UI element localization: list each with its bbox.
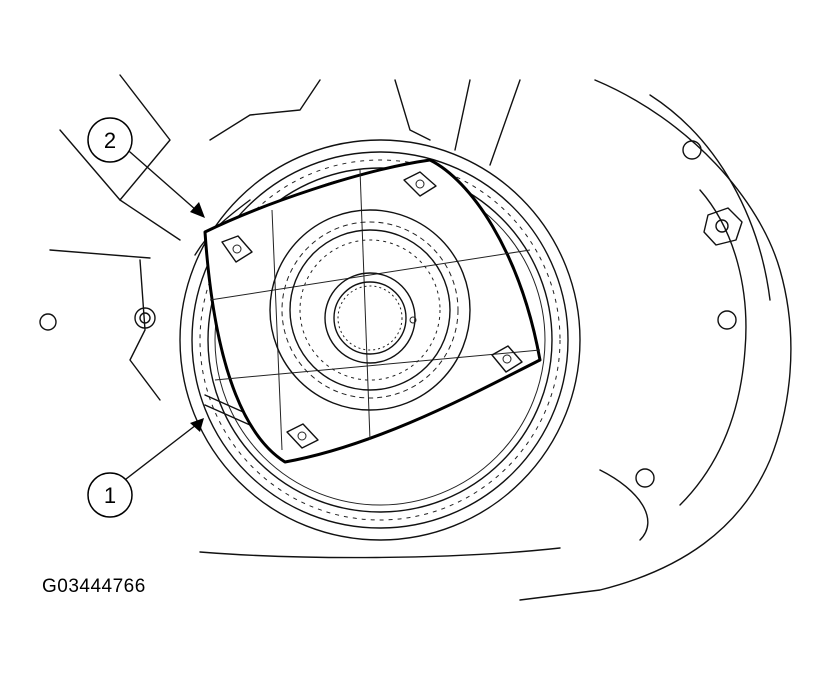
callout-1-label: 1: [104, 483, 116, 508]
callout-2-label: 2: [104, 128, 116, 153]
callout-2: 2: [87, 117, 205, 218]
clip-bottom: [286, 423, 319, 449]
callout-1: 1: [87, 418, 204, 518]
housing-bolt-holes: [39, 140, 743, 488]
housing-outline: [49, 74, 792, 601]
clip-right: [491, 345, 523, 373]
pressure-plate: [203, 158, 542, 464]
clip-top-right: [403, 171, 437, 197]
figure-id: G03444766: [42, 576, 146, 597]
sun-gear: [269, 209, 471, 411]
retaining-clips: [221, 171, 523, 449]
clip-left: [221, 235, 253, 263]
stud-bolt: [703, 207, 743, 246]
